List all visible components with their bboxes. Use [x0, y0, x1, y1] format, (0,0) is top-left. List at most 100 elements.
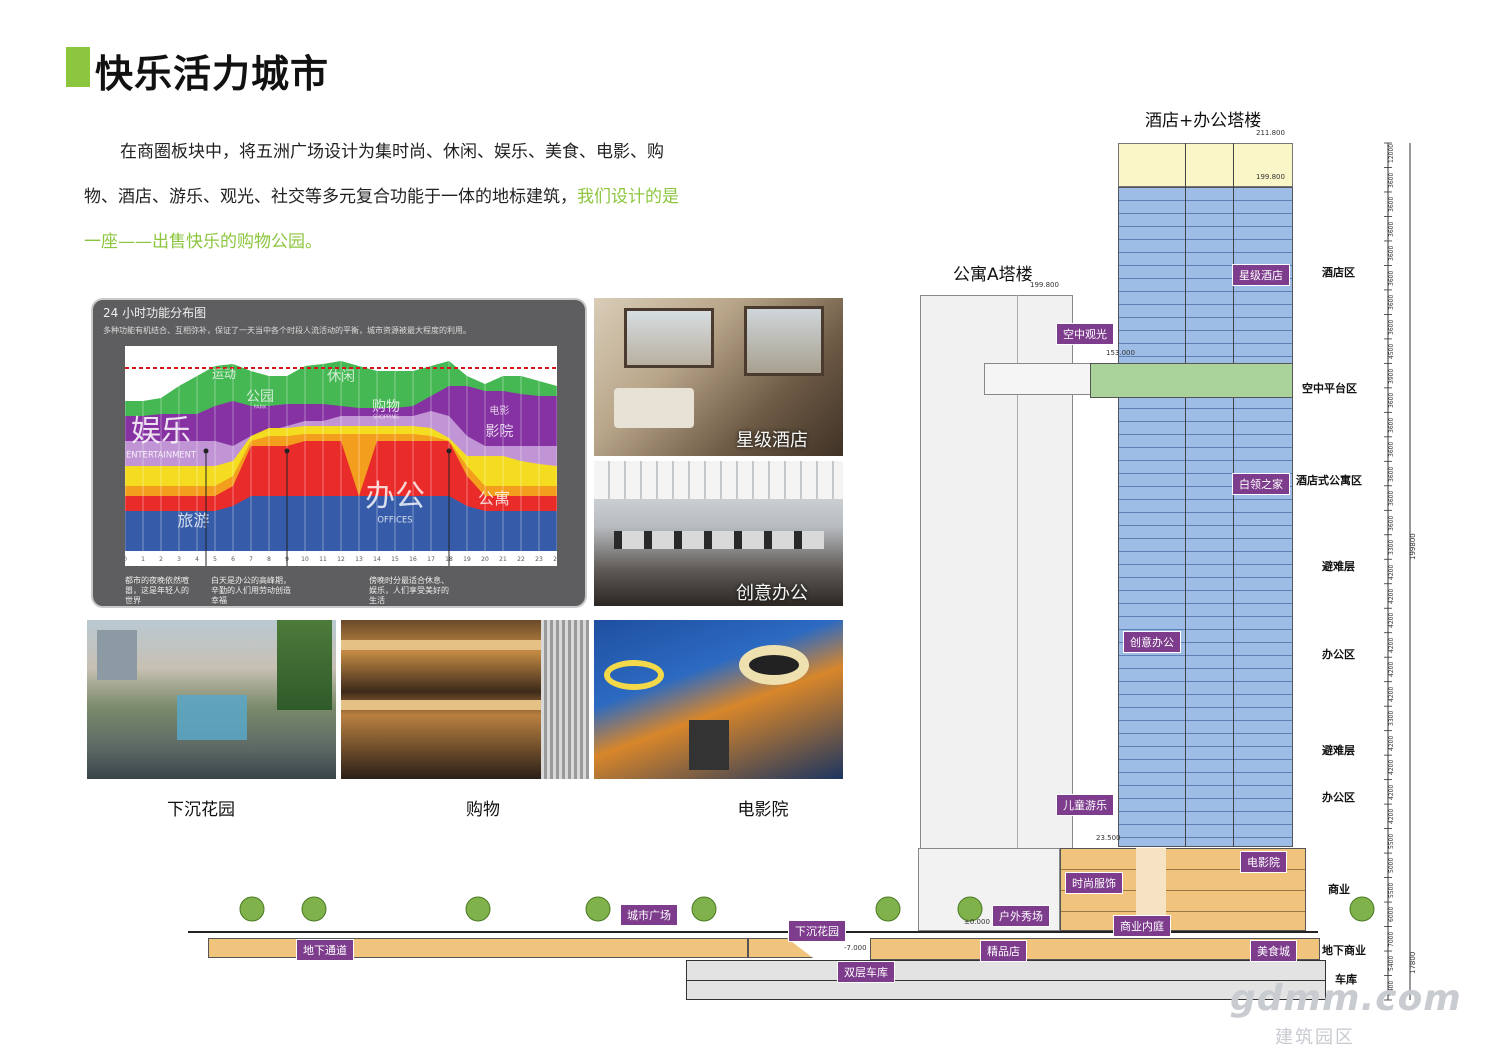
dimension-label: 3600 [1388, 515, 1395, 531]
chart-series-label: 休闲 [327, 369, 355, 385]
dimension-label: 5500 [1388, 833, 1395, 849]
elevation-top: 211.800 [1256, 129, 1285, 137]
caption-sunken-garden: 下沉花园 [167, 800, 235, 820]
tag-double-garage: 双层车库 [837, 961, 895, 983]
photo-shopping-mall [341, 620, 589, 779]
dimension-total-height: 199800 [1409, 533, 1417, 560]
dimension-column [1384, 142, 1411, 1001]
dimension-label: 4200 [1388, 809, 1395, 825]
intro-paragraph: 在商圈板块中，将五洲广场设计为集时尚、休闲、娱乐、美食、电影、购 物、酒店、游乐… [84, 130, 724, 265]
photo-creative-office: 创意办公 [594, 461, 843, 606]
tower-crown [1118, 143, 1293, 187]
tag-sunken-garden: 下沉花园 [788, 920, 846, 942]
tag-boutique: 精品店 [980, 940, 1027, 962]
dimension-label: 3600 [1388, 392, 1395, 409]
double-garage [686, 960, 1326, 1000]
dimension-label: 4500 [1388, 343, 1395, 360]
chart-series-label: 旅游 [177, 511, 209, 530]
dimension-label: 4200 [1388, 564, 1395, 580]
tower-divider [1233, 143, 1234, 847]
tag-underpass: 地下通道 [296, 939, 354, 961]
chart-x-tick: 16 [409, 556, 417, 563]
chart-subtitle: 多种功能有机结合、互相弥补，保证了一天当中各个时段人流活动的平衡，城市资源被最大… [103, 326, 471, 335]
tower-title-apartment: 公寓A塔楼 [953, 265, 1033, 285]
dimension-label: 4200 [1388, 735, 1395, 751]
page-title: 快乐活力城市 [95, 52, 330, 96]
photo-label-hotel: 星级酒店 [736, 430, 808, 451]
caption-shopping: 购物 [466, 800, 500, 820]
chart-series-label-en: OFFICES [377, 515, 412, 525]
photo-label-office: 创意办公 [736, 583, 808, 604]
cinema-column [689, 720, 729, 770]
chart-x-tick: 19 [463, 556, 471, 563]
dimension-label: 3600 [1388, 466, 1395, 482]
tag-atrium: 商业内庭 [1113, 915, 1171, 937]
chart-x-tick: 0 [125, 556, 127, 563]
chart-x-tick: 8 [267, 556, 271, 563]
tree-icon [465, 896, 491, 922]
dimension-label: 3900 [1388, 368, 1395, 384]
elevation-podium: 23.500 [1096, 834, 1121, 842]
tree-icon [301, 896, 327, 922]
chart-series-label: 办公 [365, 479, 425, 514]
mall-balcony [341, 640, 589, 650]
chart-x-tick: 7 [249, 556, 253, 563]
zone-refuge-1: 避难层 [1322, 560, 1355, 573]
tower-divider [1185, 143, 1186, 847]
elevation-bottom: -7.000 [844, 944, 867, 952]
chart-x-tick: 17 [427, 556, 435, 563]
dimension-label: 3600 [1388, 172, 1395, 188]
dimension-label: 4200 [1388, 760, 1395, 776]
zone-underground-commerce: 地下商业 [1322, 944, 1366, 957]
dimension-label: 5000 [1388, 858, 1395, 874]
zone-commerce: 商业 [1328, 883, 1350, 896]
garden-building [97, 630, 137, 680]
elevation-sky: 153.000 [1106, 349, 1135, 357]
chart-series-label: 娱乐 [131, 414, 191, 449]
zone-refuge-2: 避难层 [1322, 744, 1355, 757]
hotel-window [624, 308, 714, 368]
photo-star-hotel: 星级酒店 [594, 298, 843, 456]
chart-x-tick: 2 [159, 556, 163, 563]
chart-x-tick: 24 [553, 556, 557, 563]
dimension-label: 4200 [1388, 613, 1395, 629]
tag-food: 美食城 [1250, 940, 1297, 962]
dimension-label: 4200 [1388, 637, 1395, 653]
chart-title: 24 小时功能分布图 [103, 306, 207, 320]
intro-line-3: 一座——出售快乐的购物公园。 [84, 232, 322, 252]
caption-cinema: 电影院 [737, 800, 789, 820]
elevation-ground: ±0.000 [964, 918, 990, 926]
tag-sky-view: 空中观光 [1056, 323, 1114, 345]
tree-icon [957, 896, 983, 922]
chart-series-label: 公寓 [478, 489, 510, 508]
dimension-label: 3600 [1388, 319, 1395, 335]
photo-sunken-garden [87, 620, 336, 779]
tag-creative-office: 创意办公 [1123, 631, 1181, 653]
chart-note: 都市的夜晚依然喧嚣，这是年轻人的世界 [125, 576, 189, 605]
office-ceiling [594, 461, 843, 499]
dimension-label: 3600 [1388, 294, 1395, 311]
intro-highlight: 我们设计的是 [577, 187, 679, 207]
chart-x-tick: 10 [301, 556, 309, 563]
chart-x-tick: 11 [319, 556, 327, 563]
tree-icon [875, 896, 901, 922]
tree-icon [585, 896, 611, 922]
dimension-label: 5400 [1388, 955, 1395, 972]
dimension-label: 3600 [1388, 490, 1395, 507]
ground-line [188, 931, 1318, 933]
dimension-label: 3600 [1388, 245, 1395, 262]
hotel-sofa [614, 388, 694, 428]
chart-x-tick: 12 [337, 556, 345, 563]
main-tower-glass [1118, 187, 1293, 847]
chart-x-tick: 21 [499, 556, 507, 563]
tree-icon [1349, 896, 1375, 922]
office-desks [614, 531, 824, 549]
zone-sky-platform: 空中平台区 [1302, 382, 1357, 395]
zone-garage: 车库 [1335, 973, 1357, 986]
chart-x-tick: 22 [517, 556, 525, 563]
area-chart: 娱乐ENTERTAINMENT公园PARK休闲购物SHOPPING办公OFFIC… [125, 346, 557, 566]
tag-kids: 儿童游乐 [1056, 794, 1114, 816]
chart-x-tick: 23 [535, 556, 543, 563]
chart-series-label-en: SHOPPING [373, 415, 399, 421]
zone-apartment: 酒店式公寓区 [1296, 474, 1362, 487]
